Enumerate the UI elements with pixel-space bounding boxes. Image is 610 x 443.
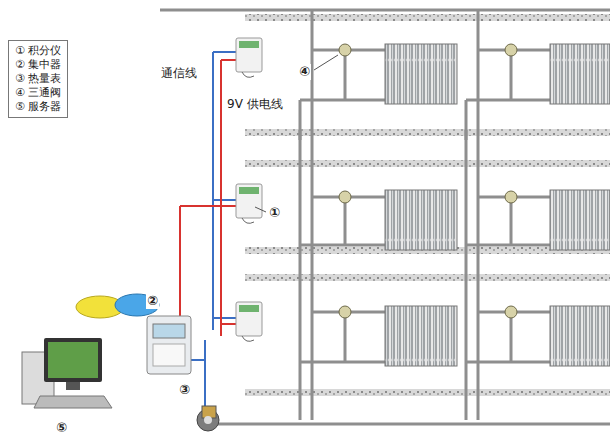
pipe [160,10,610,424]
integrator [236,38,262,341]
legend-entry: ⑤ 服务器 [15,100,61,114]
legend-box: ① 积分仪② 集中器③ 热量表④ 三通阀⑤ 服务器 [8,40,68,118]
wire-label: 9V 供电线 [226,97,284,111]
concentrator [147,316,191,374]
legend-entry: ③ 热量表 [15,72,61,86]
legend-entry: ① 积分仪 [15,44,61,58]
legend-entry: ② 集中器 [15,58,61,72]
server-computer [22,338,112,408]
wire-label: 通信线 [160,66,198,80]
radiator [385,44,610,366]
callout-number: ⑤ [55,420,68,436]
network-cloud [76,294,159,318]
heat-meter [197,406,219,431]
leader-line [255,55,338,212]
callout-number: ② [146,293,159,309]
three-way-valve [339,44,517,318]
callout-number: ③ [178,382,191,398]
callout-number: ④ [298,64,311,80]
legend-entry: ④ 三通阀 [15,86,61,100]
callout-number: ① [268,205,281,221]
